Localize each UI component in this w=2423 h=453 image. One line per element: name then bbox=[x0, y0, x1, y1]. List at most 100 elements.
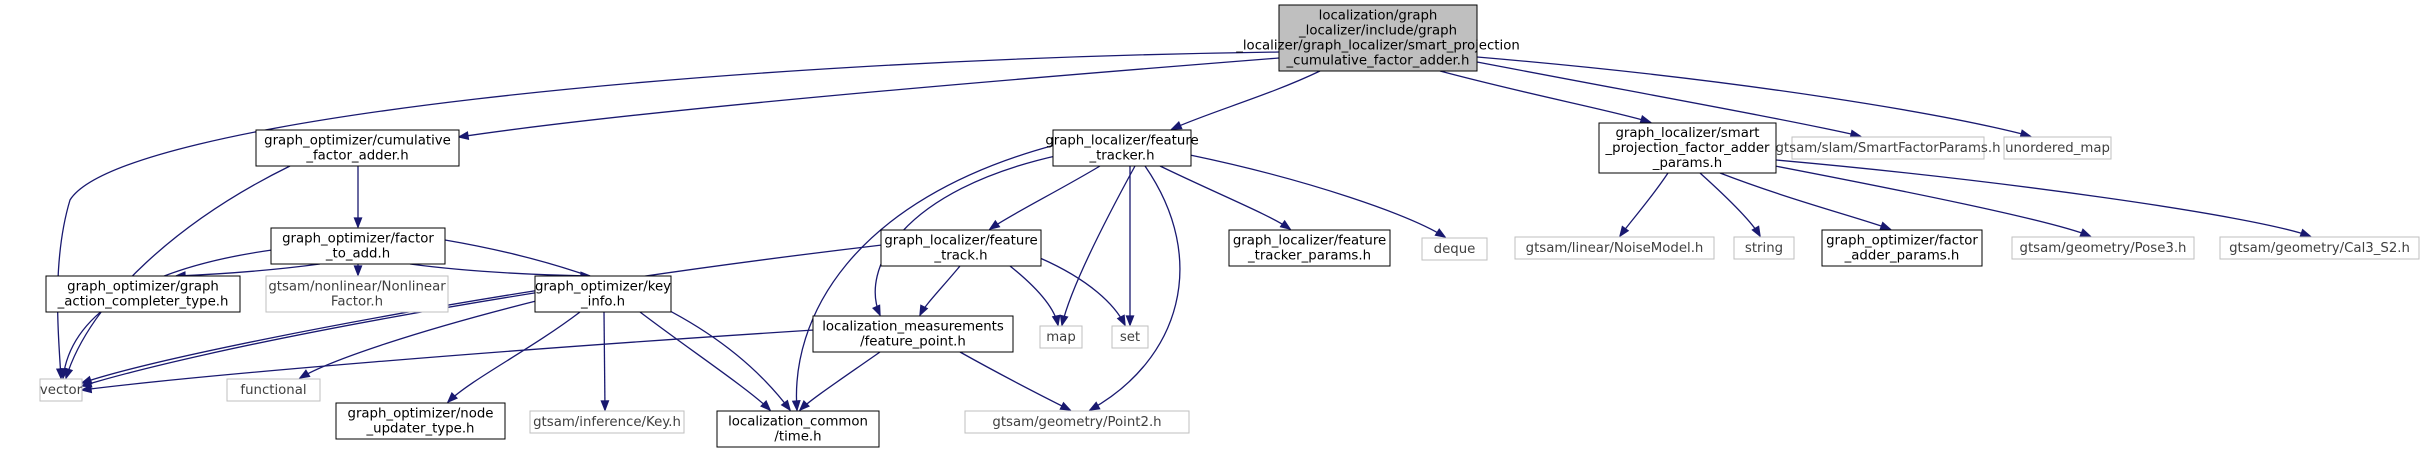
node-fth[interactable]: graph_localizer/feature_tracker.h bbox=[1045, 129, 1199, 167]
node-label: _info.h bbox=[580, 295, 625, 310]
node-label: graph_optimizer/graph bbox=[67, 280, 219, 295]
edge-line bbox=[56, 51, 1280, 379]
edge-line bbox=[1009, 265, 1059, 326]
node-box bbox=[716, 410, 880, 448]
edge-fpoint-to-time bbox=[798, 351, 881, 412]
edge-arrowhead bbox=[2019, 129, 2032, 138]
node-cal3: gtsam/geometry/Cal3_S2.h bbox=[2219, 236, 2420, 260]
edge-fth-to-ftrack bbox=[988, 165, 1101, 231]
node-label: graph_localizer/feature bbox=[884, 234, 1037, 249]
node-label: _tracker_params.h bbox=[1247, 249, 1371, 264]
node-box bbox=[270, 227, 446, 265]
node-box bbox=[2219, 236, 2420, 260]
edge-arrowhead bbox=[1434, 228, 1447, 238]
node-label: _adder_params.h bbox=[1844, 249, 1960, 264]
node-time[interactable]: localization_common/time.h bbox=[716, 410, 880, 448]
node-label: gtsam/geometry/Pose3.h bbox=[2020, 241, 2187, 256]
node-label: set bbox=[1120, 330, 1140, 345]
node-cumfa[interactable]: graph_optimizer/cumulative_factor_adder.… bbox=[255, 129, 460, 167]
edge-arrowhead bbox=[1279, 219, 1292, 231]
node-label: unordered_map bbox=[2005, 141, 2110, 156]
edge-arrowhead bbox=[1639, 114, 1652, 124]
node-ftp[interactable]: graph_localizer/feature_tracker_params.h bbox=[1228, 229, 1391, 267]
node-pose3: gtsam/geometry/Pose3.h bbox=[2011, 236, 2195, 260]
edge-cumfa-to-fta bbox=[353, 166, 363, 229]
node-box bbox=[1228, 229, 1391, 267]
edge-kinfo-to-functional bbox=[298, 299, 541, 379]
edge-arrowhead bbox=[298, 369, 311, 379]
node-label: graph_localizer/smart bbox=[1615, 126, 1759, 141]
node-deque: deque bbox=[1421, 237, 1488, 261]
node-label: _tracker.h bbox=[1088, 149, 1154, 164]
edge-line bbox=[65, 165, 291, 379]
edge-fth-to-deque bbox=[1189, 154, 1447, 238]
edge-fth-to-time bbox=[791, 144, 1056, 412]
node-box bbox=[255, 129, 460, 167]
edge-ftrack-to-set bbox=[1039, 257, 1126, 327]
edge-root-to-cumfa bbox=[457, 57, 1280, 140]
edge-line bbox=[1775, 159, 2311, 237]
node-spfap[interactable]: graph_localizer/smart_projection_factor_… bbox=[1598, 122, 1777, 174]
node-fap[interactable]: graph_optimizer/factor_adder_params.h bbox=[1821, 229, 1983, 267]
edge-line bbox=[639, 311, 771, 411]
node-label: _to_add.h bbox=[325, 247, 390, 262]
node-box bbox=[1278, 4, 1478, 72]
node-box bbox=[265, 275, 449, 313]
edge-root-to-fth bbox=[1170, 70, 1321, 130]
edge-arrowhead bbox=[600, 400, 610, 412]
node-box bbox=[226, 378, 321, 402]
edge-arrowhead bbox=[1618, 225, 1630, 238]
edge-arrowhead bbox=[353, 217, 363, 229]
edge-ftrack-to-map bbox=[1009, 265, 1061, 327]
edge-spfap-to-fap bbox=[1719, 172, 1892, 230]
node-label: gtsam/geometry/Cal3_S2.h bbox=[2229, 241, 2410, 256]
node-nut[interactable]: graph_optimizer/node_updater_type.h bbox=[335, 402, 506, 440]
edge-arrowhead bbox=[80, 378, 93, 388]
node-box bbox=[534, 275, 672, 313]
edge-kinfo-to-time bbox=[639, 311, 772, 412]
edge-arrowhead bbox=[1751, 225, 1761, 238]
edges-layer bbox=[55, 51, 2312, 412]
edge-arrowhead bbox=[760, 400, 772, 412]
edge-arrowhead bbox=[1088, 401, 1101, 411]
edge-arrowhead bbox=[1879, 221, 1892, 230]
node-label: _localizer/include/graph bbox=[1298, 24, 1457, 39]
edge-cumfa-to-vector bbox=[64, 165, 291, 380]
edge-arrowhead bbox=[353, 265, 363, 277]
node-ftrack[interactable]: graph_localizer/feature_track.h bbox=[880, 229, 1042, 267]
edge-line bbox=[447, 311, 581, 403]
edge-line bbox=[175, 263, 321, 277]
edge-line bbox=[409, 263, 591, 277]
edge-line bbox=[81, 289, 541, 384]
node-label: gtsam/geometry/Point2.h bbox=[992, 415, 1161, 430]
edge-arrowhead bbox=[80, 384, 93, 394]
edge-kinfo-to-key bbox=[600, 311, 610, 412]
node-label: graph_localizer/feature bbox=[1045, 134, 1198, 149]
node-label: _action_completer_type.h bbox=[57, 295, 229, 310]
node-label: /time.h bbox=[774, 430, 821, 445]
edge-ftrack-to-fpoint bbox=[919, 265, 961, 317]
edge-arrowhead bbox=[1170, 120, 1183, 130]
edge-fpoint-to-point2 bbox=[959, 351, 1072, 411]
node-fta[interactable]: graph_optimizer/factor_to_add.h bbox=[270, 227, 446, 265]
edge-spfap-to-cal3 bbox=[1775, 159, 2312, 238]
edge-spfap-to-noise bbox=[1618, 172, 1669, 238]
node-label: graph_optimizer/factor bbox=[282, 232, 434, 247]
node-gac[interactable]: graph_optimizer/graph_action_completer_t… bbox=[45, 275, 241, 313]
node-box bbox=[45, 275, 241, 313]
node-label: gtsam/nonlinear/Nonlinear bbox=[268, 280, 446, 295]
node-label: graph_localizer/feature bbox=[1233, 234, 1386, 249]
edge-arrowhead bbox=[780, 399, 792, 412]
node-kinfo[interactable]: graph_optimizer/key_info.h bbox=[534, 275, 672, 313]
node-set: set bbox=[1111, 325, 1149, 349]
edge-arrowhead bbox=[1059, 401, 1072, 411]
edge-arrowhead bbox=[446, 392, 458, 404]
node-fpoint[interactable]: localization_measurements/feature_point.… bbox=[812, 315, 1014, 353]
edge-line bbox=[1476, 56, 2031, 137]
node-box bbox=[2011, 236, 2195, 260]
node-label: gtsam/inference/Key.h bbox=[533, 415, 681, 430]
node-box bbox=[39, 378, 83, 402]
edge-fth-to-point2 bbox=[1088, 165, 1181, 411]
node-box bbox=[1791, 136, 1985, 160]
